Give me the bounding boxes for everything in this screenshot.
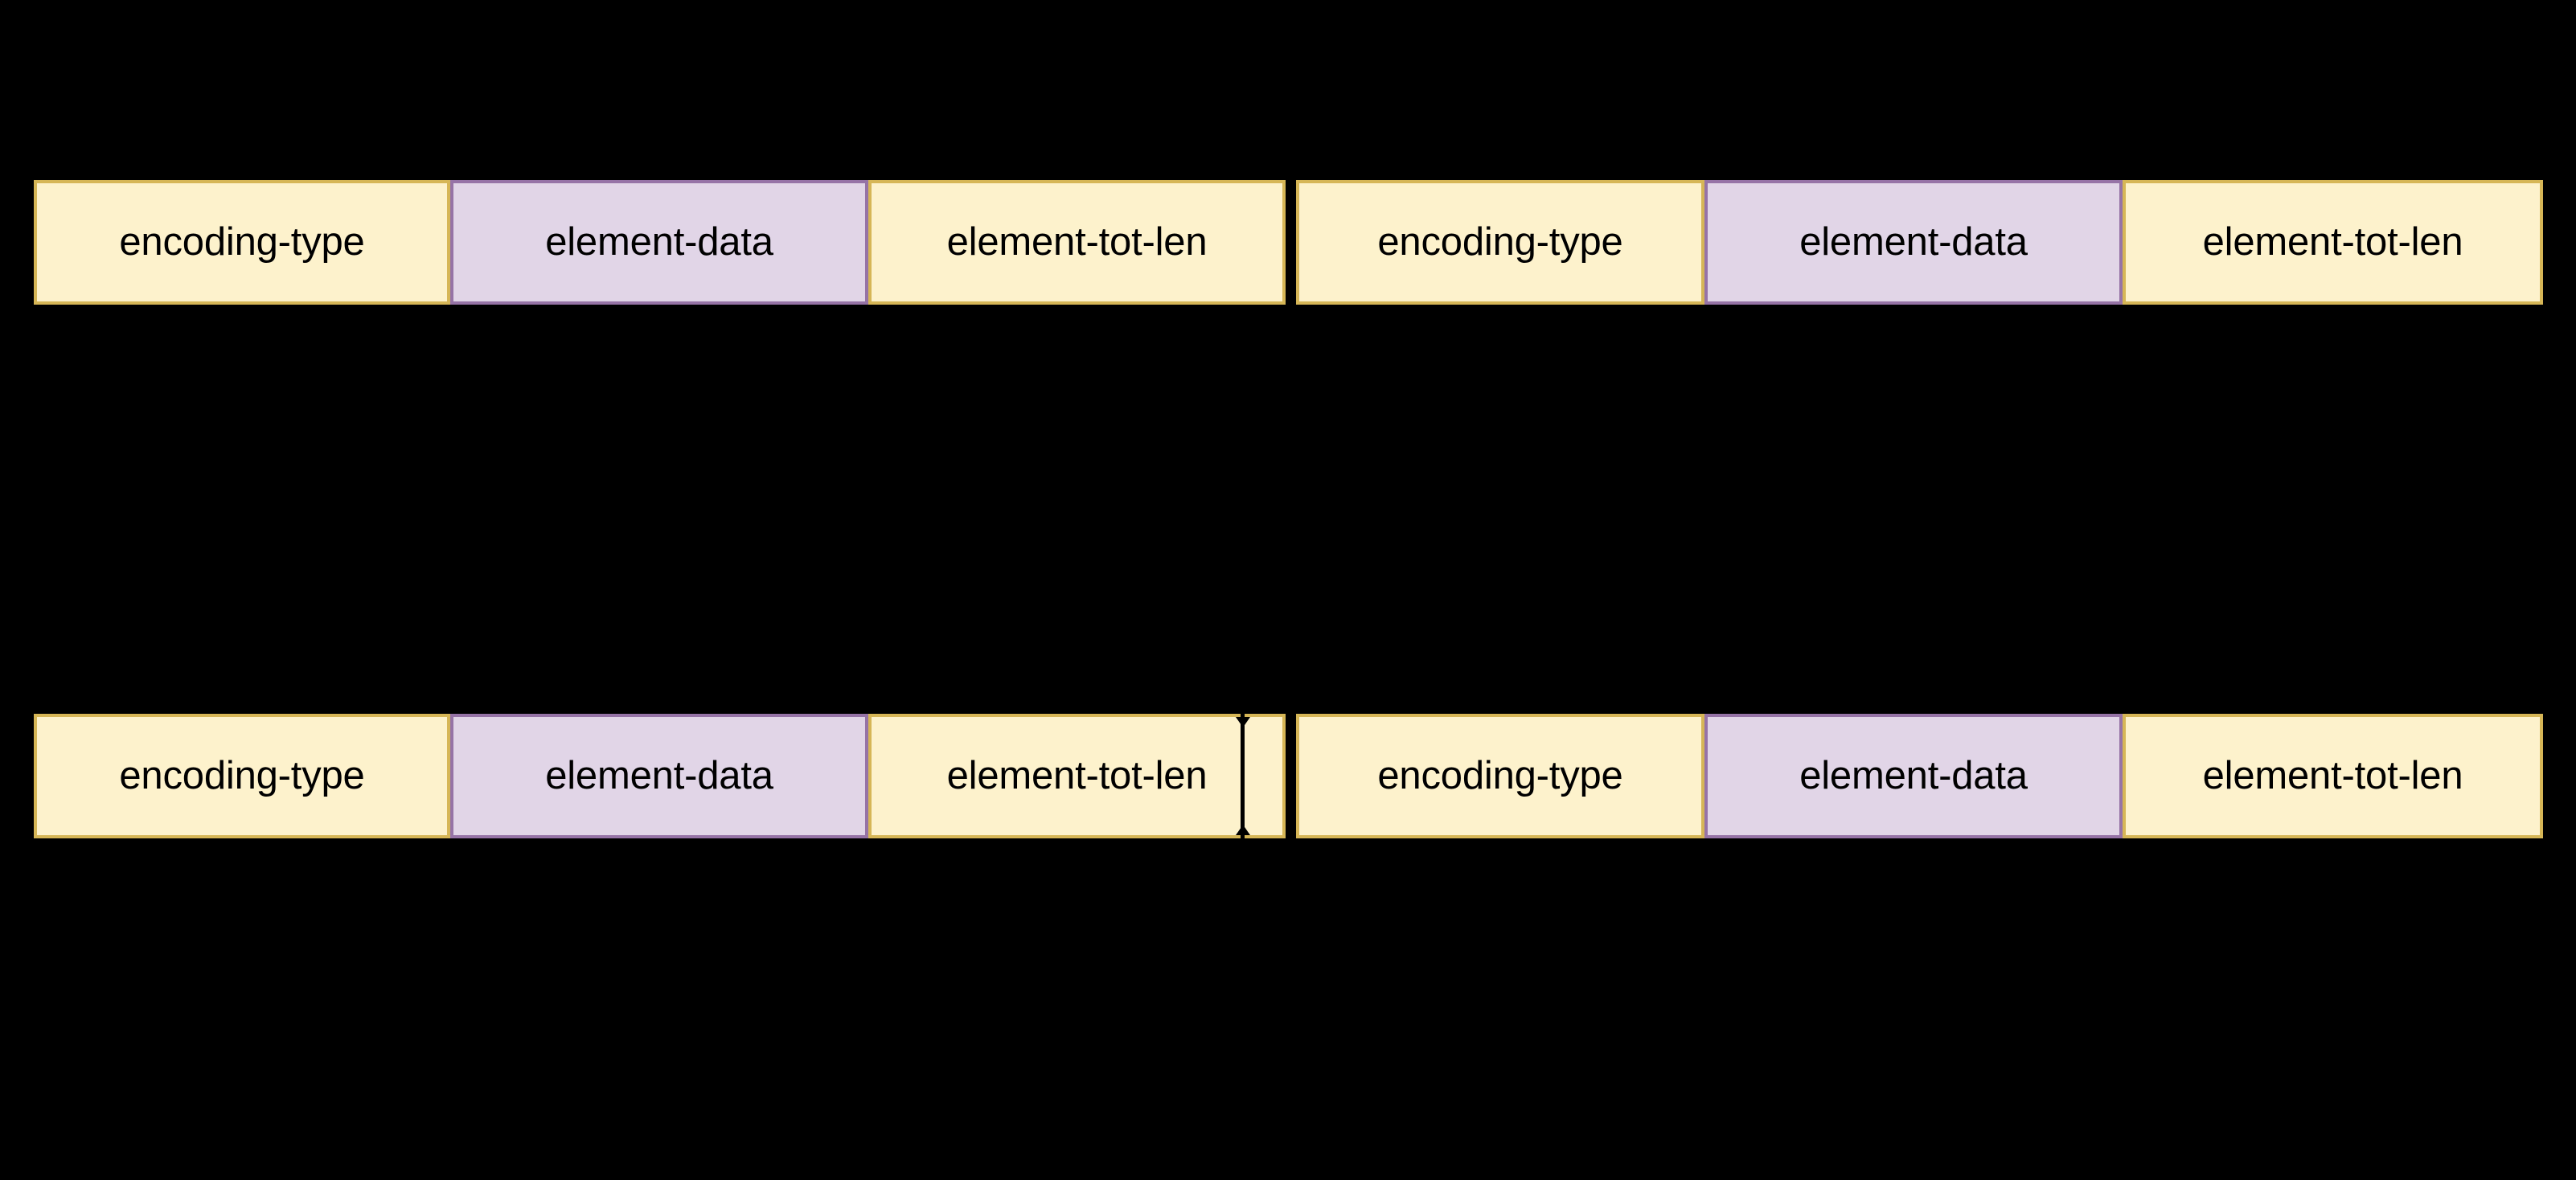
- inner-cell-divider: [1241, 714, 1245, 838]
- row-bottom: encoding-type element-data element-tot-len…: [0, 714, 2576, 838]
- cell-label: encoding-type: [119, 220, 365, 264]
- cell-label: element-tot-len: [2202, 220, 2463, 264]
- cell-label: element-tot-len: [946, 220, 1208, 264]
- cell-label: encoding-type: [1377, 220, 1623, 264]
- cell-encoding-type: encoding-type: [1296, 180, 1704, 305]
- cell-label: element-data: [1799, 220, 2028, 264]
- entry-group-3: encoding-type element-data element-tot-len: [34, 714, 1286, 838]
- cell-label: element-data: [545, 220, 773, 264]
- cell-element-tot-len: element-tot-len: [868, 180, 1286, 305]
- cell-element-tot-len: element-tot-len: [2123, 714, 2543, 838]
- cell-label: element-data: [545, 754, 773, 797]
- cell-element-data: element-data: [1704, 180, 2123, 305]
- cell-label: element-tot-len: [2202, 754, 2463, 797]
- cell-encoding-type: encoding-type: [34, 180, 450, 305]
- cell-label: element-data: [1799, 754, 2028, 797]
- row-top: encoding-type element-data element-tot-len…: [0, 180, 2576, 305]
- entry-group-4: encoding-type element-data element-tot-len: [1296, 714, 2543, 838]
- cell-label: encoding-type: [119, 754, 365, 797]
- cell-label: element-tot-len: [946, 754, 1208, 797]
- cell-element-tot-len: element-tot-len: [868, 714, 1286, 838]
- cell-element-data: element-data: [450, 180, 868, 305]
- cell-element-data: element-data: [450, 714, 868, 838]
- entry-group-2: encoding-type element-data element-tot-len: [1296, 180, 2543, 305]
- entry-group-1: encoding-type element-data element-tot-len: [34, 180, 1286, 305]
- cell-element-tot-len: element-tot-len: [2123, 180, 2543, 305]
- cell-label: encoding-type: [1377, 754, 1623, 797]
- cell-element-data: element-data: [1704, 714, 2123, 838]
- cell-encoding-type: encoding-type: [34, 714, 450, 838]
- cell-encoding-type: encoding-type: [1296, 714, 1704, 838]
